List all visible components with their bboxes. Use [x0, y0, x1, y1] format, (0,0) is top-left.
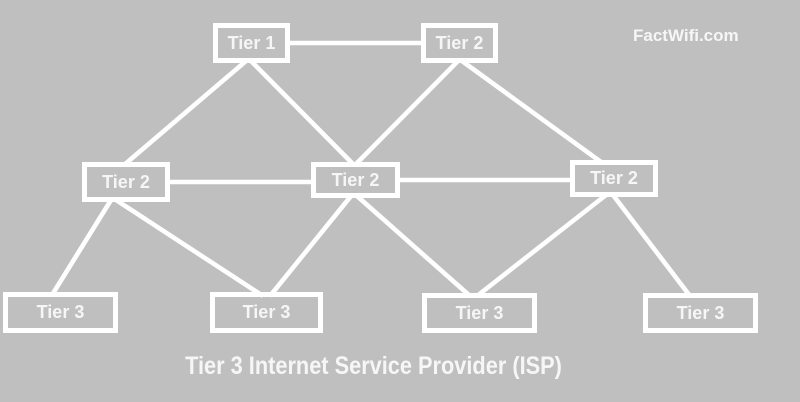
edge-tier2center-tier3-3	[355, 194, 472, 298]
node-tier2-left: Tier 2	[82, 162, 170, 202]
edge-tier2center-tier3-2	[268, 194, 353, 298]
node-tier1-top: Tier 1	[213, 23, 290, 63]
node-tier2-center: Tier 2	[311, 162, 400, 198]
edge-tier1top-tier2left	[122, 59, 248, 167]
edge-tier2top-tier2center	[354, 59, 460, 166]
edge-tier2right-tier3-4	[611, 193, 692, 298]
node-tier3-4: Tier 3	[643, 293, 758, 333]
edge-tier1top-tier2center	[249, 59, 355, 166]
diagram-caption: Tier 3 Internet Service Provider (ISP)	[185, 352, 562, 380]
edge-tier2left-tier3-1	[50, 198, 113, 297]
edge-tier2top-tier2right	[460, 59, 603, 164]
node-tier2-right: Tier 2	[570, 160, 658, 197]
node-tier3-2: Tier 3	[210, 292, 323, 333]
node-tier3-1: Tier 3	[3, 292, 118, 333]
watermark-factwifi: FactWifi.com	[633, 26, 739, 45]
edge-tier2left-tier3-2	[114, 198, 265, 298]
node-tier2-top: Tier 2	[421, 23, 498, 63]
node-tier3-3: Tier 3	[422, 293, 537, 333]
edge-tier2right-tier3-3	[475, 193, 608, 298]
